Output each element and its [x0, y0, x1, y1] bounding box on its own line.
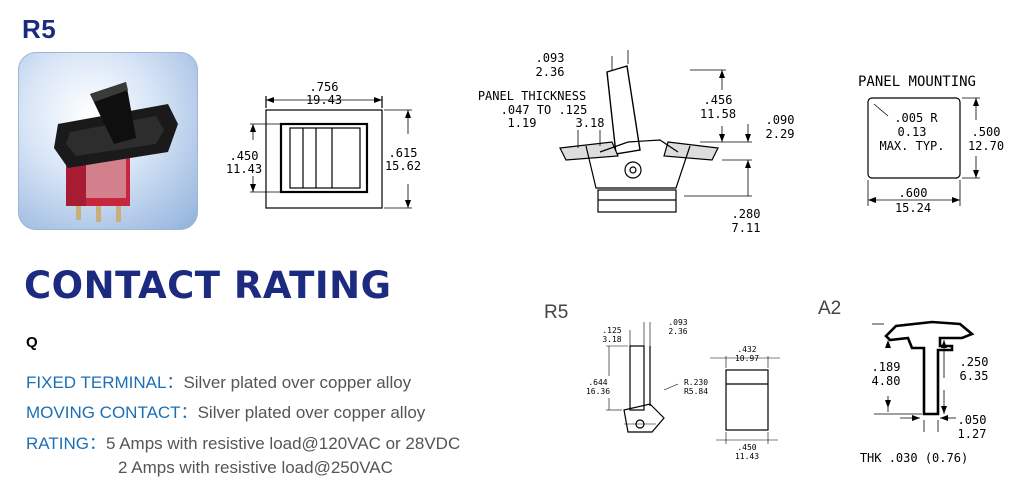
side-view-drawing	[559, 50, 752, 213]
side-lever-in: .093	[536, 51, 565, 65]
panel-thickness-mm-min: 1.19	[508, 116, 537, 130]
r5-a-in: .125	[602, 326, 621, 335]
pm-radius-note: MAX. TYP.	[879, 139, 944, 153]
front-width-mm: 19.43	[306, 93, 342, 107]
a2-h1-in: .189	[872, 360, 901, 374]
product-title: R5	[22, 14, 57, 44]
front-inner-h-in: .450	[230, 149, 259, 163]
r5-bot-in: .450	[737, 443, 756, 452]
r5-h-mm: 16.36	[586, 387, 610, 396]
spec-fixed-terminal: FIXED TERMINAL：Silver plated over copper…	[26, 368, 411, 393]
spec-label: RATING	[26, 434, 89, 453]
spec-value: Silver plated over copper alloy	[183, 373, 412, 392]
r5-r-mm: R5.84	[684, 387, 708, 396]
panel-thickness-mm-max: 3.18	[576, 116, 605, 130]
switch-photo-image	[54, 82, 178, 222]
spec-separator: ：	[88, 434, 106, 453]
spec-separator: ：	[180, 403, 198, 422]
a2-detail-label: A2	[818, 298, 842, 319]
side-depth-in: .280	[732, 207, 761, 221]
panel-thickness-range: .047 TO .125	[501, 103, 588, 117]
side-gap-in: .090	[766, 113, 795, 127]
side-lever-mm: 2.36	[536, 65, 565, 79]
panel-mounting-drawing	[867, 97, 980, 206]
front-width-in: .756	[310, 80, 339, 94]
a2-thickness: THK .030 (0.76)	[860, 451, 968, 465]
pm-radius-in: .005 R	[894, 111, 938, 125]
front-inner-h-mm: 11.43	[226, 162, 262, 176]
a2-h2-in: .250	[960, 355, 989, 369]
contact-rating-title: CONTACT RATING	[24, 264, 392, 307]
a2-h2-mm: 6.35	[960, 369, 989, 383]
r5-detail-drawing	[606, 322, 780, 444]
spec-moving-contact: MOVING CONTACT：Silver plated over copper…	[26, 398, 425, 423]
r5-a-mm: 3.18	[602, 335, 621, 344]
side-depth-mm: 7.11	[732, 221, 761, 235]
series-code: Q	[26, 334, 38, 351]
a2-w-mm: 1.27	[958, 427, 987, 441]
r5-top-mm: 10.97	[735, 354, 759, 363]
pm-width-in: .600	[899, 186, 928, 200]
front-outer-h-in: .615	[389, 146, 418, 160]
pm-radius-mm: 0.13	[898, 125, 927, 139]
spec-value: Silver plated over copper alloy	[197, 403, 426, 422]
side-height-in: .456	[704, 93, 733, 107]
spec-value: 5 Amps with resistive load@120VAC or 28V…	[105, 434, 461, 453]
panel-mounting-title: PANEL MOUNTING	[858, 74, 976, 90]
a2-h1-mm: 4.80	[872, 374, 901, 388]
spec-separator: ：	[166, 373, 184, 392]
pm-height-mm: 12.70	[968, 139, 1004, 153]
product-photo	[18, 52, 198, 230]
r5-bot-mm: 11.43	[735, 452, 759, 461]
spec-rating-line2: 2 Amps with resistive load@250VAC	[118, 458, 393, 477]
spec-rating: RATING：5 Amps with resistive load@120VAC…	[26, 429, 460, 454]
r5-detail-label: R5	[544, 302, 569, 323]
r5-r-in: R.230	[684, 378, 708, 387]
side-height-mm: 11.58	[700, 107, 736, 121]
side-gap-mm: 2.29	[766, 127, 795, 141]
r5-b-mm: 2.36	[668, 327, 687, 336]
pm-width-mm: 15.24	[895, 201, 931, 215]
r5-b-in: .093	[668, 318, 687, 327]
pm-height-in: .500	[972, 125, 1001, 139]
r5-h-in: .644	[588, 378, 607, 387]
spec-label: FIXED TERMINAL	[26, 373, 167, 392]
front-outer-h-mm: 15.62	[385, 159, 421, 173]
panel-thickness-title: PANEL THICKNESS	[478, 89, 586, 103]
a2-w-in: .050	[958, 413, 987, 427]
r5-top-in: .432	[737, 345, 756, 354]
spec-label: MOVING CONTACT	[26, 403, 181, 422]
